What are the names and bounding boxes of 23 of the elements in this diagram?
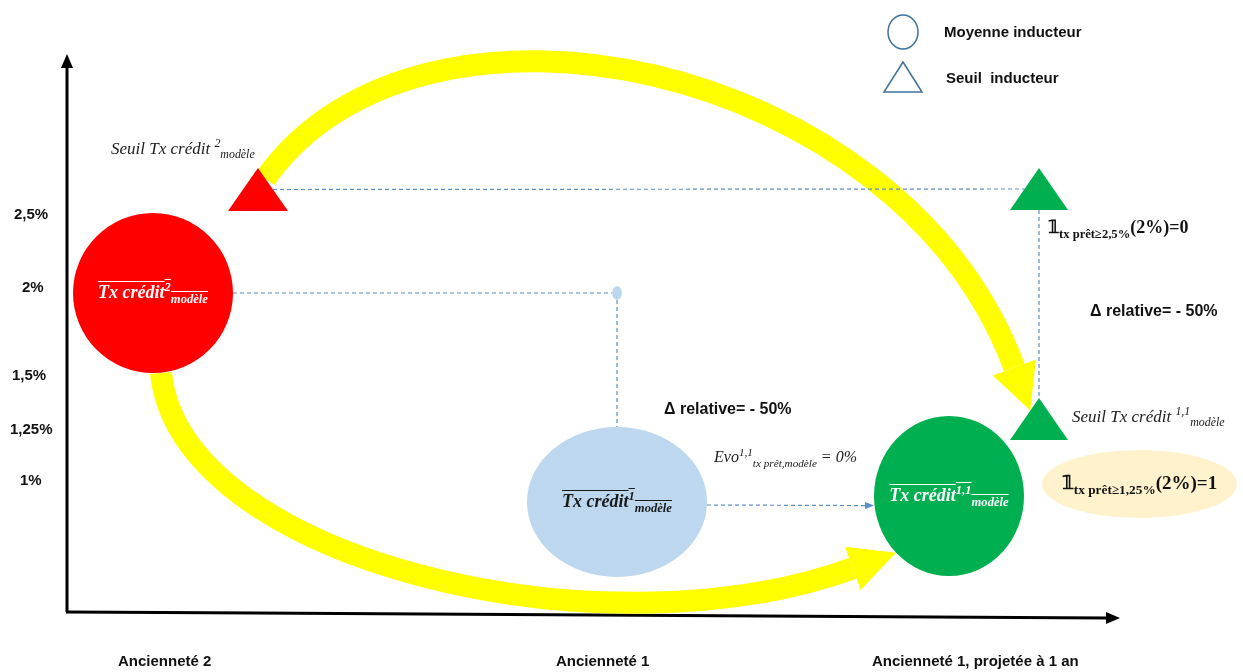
axis-tick-label: 1,25% bbox=[10, 420, 53, 437]
axis-category-label: Ancienneté 1 bbox=[556, 652, 650, 669]
curved-arrow bbox=[150, 370, 897, 614]
threshold-label: 𝟙$_{tx prêt≥2,5%}$(2%)=0 bbox=[1048, 216, 1189, 242]
change-note: Δ relative= - 50% bbox=[664, 400, 792, 418]
dashed-line bbox=[616, 299, 618, 428]
dashed-line bbox=[706, 501, 874, 510]
curved-arrow bbox=[257, 51, 1035, 409]
axis-category-label: Ancienneté 1, projetée à 1 an bbox=[872, 652, 1079, 669]
legend-label: Seuil inducteur bbox=[946, 69, 1059, 86]
axis-tick-label: 1,5% bbox=[12, 366, 47, 383]
axis-tick-label: 2% bbox=[22, 278, 44, 295]
point-marker bbox=[612, 286, 622, 300]
dashed-line bbox=[232, 292, 613, 294]
axis-tick-label: 1% bbox=[20, 471, 42, 488]
edge-label: Evo$^{1,1}$$_{tx prêt,modèle}$ = 0% bbox=[712, 446, 859, 469]
change-note: Δ relative= - 50% bbox=[1090, 302, 1218, 320]
dashed-line bbox=[272, 188, 1026, 191]
axis-tick-label: 2,5% bbox=[14, 205, 49, 222]
formula-label: 𝟙$_{tx prêt≥1,25%}$(2%)=1 bbox=[1061, 470, 1218, 498]
dashed-line bbox=[1038, 209, 1040, 399]
axis-category-label: Ancienneté 2 bbox=[118, 652, 212, 669]
legend-label: Moyenne inducteur bbox=[944, 23, 1082, 40]
